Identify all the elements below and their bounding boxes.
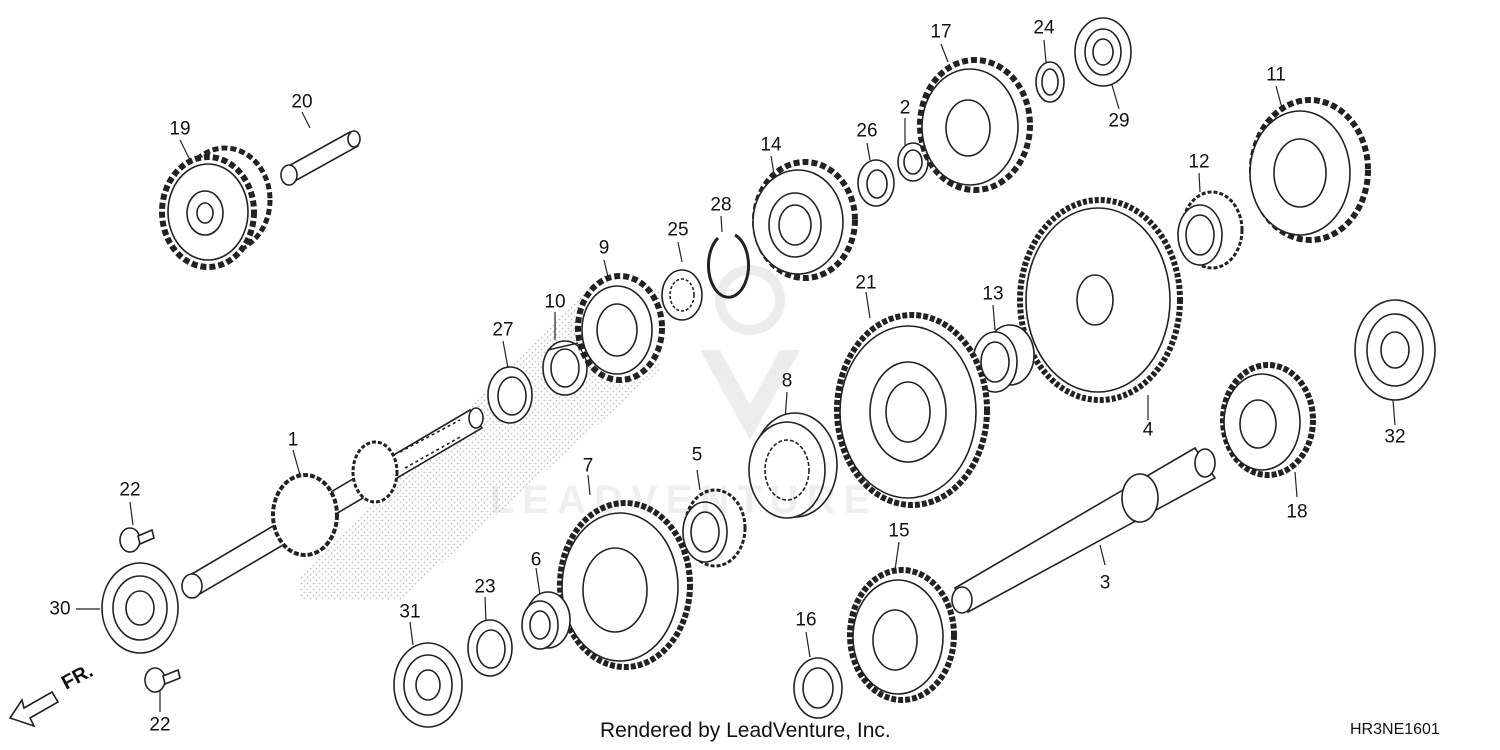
gear-9 [575,273,665,383]
callout-15: 15 [888,520,910,542]
bushing-10 [542,340,588,396]
callout-31: 31 [399,601,421,623]
callout-27: 27 [492,319,514,341]
gear-19 [159,145,273,270]
callout-25: 25 [667,219,689,241]
bearing-29 [1074,17,1132,87]
credit-line: Rendered by LeadVenture, Inc. [600,719,891,742]
gear-4 [1017,197,1183,403]
callout-6: 6 [530,549,542,571]
callout-9: 9 [598,237,610,259]
bearing-30 [101,562,179,654]
washer-25 [661,269,703,321]
gear-18 [1220,362,1316,478]
bearing-32 [1354,299,1436,401]
bushing-2 [897,142,929,182]
callout-14: 14 [760,134,782,156]
bolt-22-upper [119,527,155,553]
washer-27 [487,366,533,424]
callout-5: 5 [691,444,703,466]
washer-23 [467,619,513,677]
watermark-logo [700,265,800,440]
bushing-13 [972,324,1035,393]
callout-13: 13 [982,283,1004,305]
diagram-code: HR3NE1601 [1350,721,1440,738]
sleeve-8 [748,412,838,519]
bearing-31 [393,642,463,728]
shaft-3 [951,446,1217,614]
pin-20 [280,130,361,186]
callout-12: 12 [1188,151,1210,173]
callout-30: 30 [49,598,71,620]
callout-26: 26 [856,120,878,142]
callout-7: 7 [582,455,594,477]
gear-15 [847,567,957,703]
gear-17 [917,57,1033,193]
callout-28: 28 [710,194,732,216]
callout-22-upper: 22 [119,479,141,501]
bushing-12 [1177,190,1244,270]
washer-24 [1035,61,1065,103]
callout-29: 29 [1108,110,1130,132]
callout-21: 21 [855,272,877,294]
gear-7 [557,500,693,670]
circlip-28 [706,233,750,299]
callout-23: 23 [474,576,496,598]
arrow-front-icon [8,690,60,728]
callout-20: 20 [291,91,313,113]
shaft-1 [181,407,484,599]
callout-24: 24 [1033,17,1055,39]
bolt-22-lower [144,667,181,693]
leader-lines [76,39,1396,712]
callout-19: 19 [169,118,191,140]
callout-11: 11 [1266,64,1286,86]
callout-10: 10 [544,291,566,313]
callout-22-lower: 22 [149,714,171,736]
callout-32: 32 [1384,426,1406,448]
bushing-6 [521,591,571,650]
washer-26 [857,159,895,207]
callout-18: 18 [1286,501,1308,523]
gear-11 [1249,97,1371,243]
callout-16: 16 [795,609,817,631]
callout-2: 2 [899,97,911,119]
callout-4: 4 [1142,419,1154,441]
watermark-text: LEADVENTURE [490,478,879,522]
gear-14 [752,159,858,281]
gear-21 [834,312,990,508]
bushing-5 [682,488,747,568]
callout-1: 1 [287,429,299,451]
bushing-16 [793,657,843,719]
callout-8: 8 [781,370,793,392]
callout-17: 17 [930,21,952,43]
callout-3: 3 [1099,572,1111,594]
